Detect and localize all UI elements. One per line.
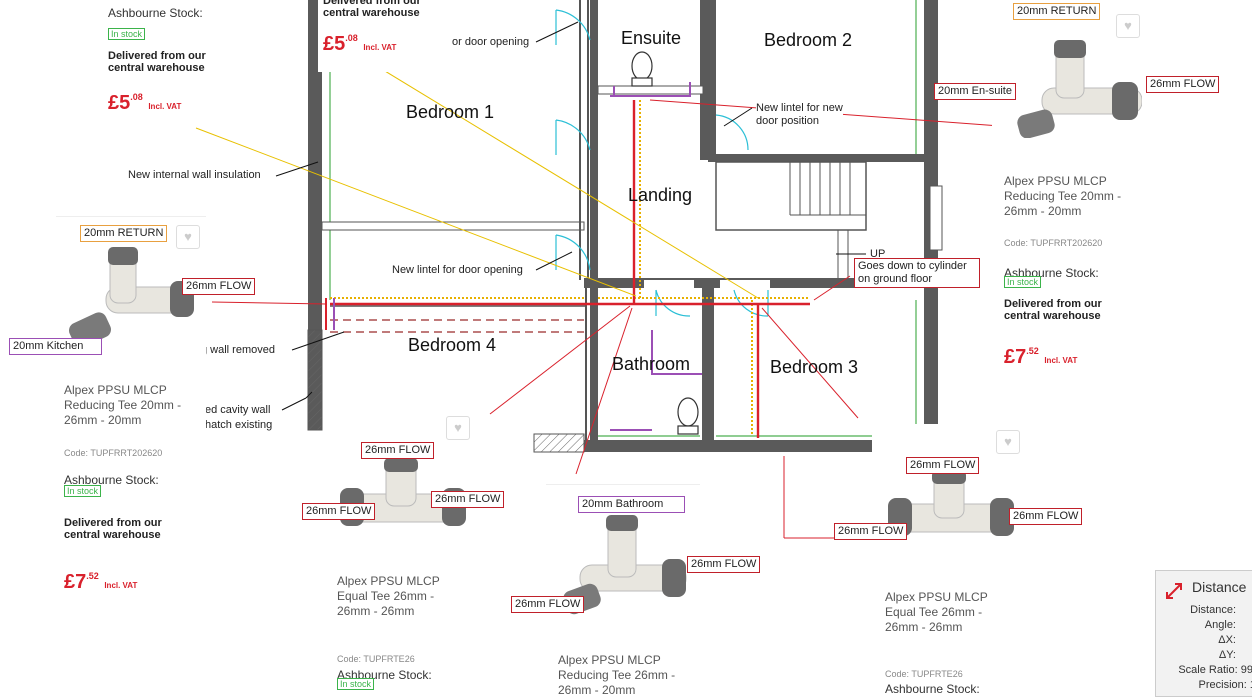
tag-return-left: 20mm RETURN [80,225,168,242]
note-cavity-wall-2: hatch existing [205,419,273,432]
wishlist-heart-icon[interactable]: ♥ [996,430,1020,454]
in-stock-badge: In stock [108,28,146,40]
price: £5.08 Incl. VAT [108,92,182,114]
stock-label: Ashbourne Stock: [108,6,203,20]
room-label-landing: Landing [628,185,693,205]
equal-tee-fitting-image [888,470,1014,536]
wall-ensuite-left [590,0,598,440]
in-stock-badge: In stock [337,678,375,690]
price: £7.52 Incl. VAT [64,571,138,593]
tag-flow-c3-right: 26mm FLOW [1009,508,1083,525]
room-label-bedroom2: Bedroom 2 [764,30,853,50]
product-title[interactable]: Alpex PPSU MLCP Reducing Tee 26mm - 26mm… [558,653,676,697]
angle-row: Angle: [1204,619,1236,631]
delivery-text: Delivered from our central warehouse [323,0,421,19]
tag-ensuite: 20mm En-suite [934,83,1016,100]
wall-bottom [584,440,938,452]
note-new-lintel-door-opening: New lintel for door opening [392,264,523,277]
tag-return-top-right: 20mm RETURN [1013,3,1101,20]
product-code: Code: TUPFRRT202620 [1004,238,1103,248]
stock-label: Ashbourne Stock: [64,473,159,487]
distance-row: Distance: [1190,604,1236,616]
tag-flow-left: 26mm FLOW [182,278,256,295]
product-card-top-mid: Delivered from our central warehouse £5.… [318,0,450,72]
product-card-equal-tee-3: ♥ Alpex PPSU MLCP Equal Tee 26mm - 26mm … [872,424,1026,696]
product-code: Code: TUPFRRT202620 [64,448,163,458]
wishlist-heart-icon[interactable]: ♥ [446,416,470,440]
in-stock-badge: In stock [1004,276,1042,288]
product-card-left: ♥ Alpex PPSU MLCP Reducing Tee 20mm - 26… [56,216,206,597]
product-card-top-left: Ashbourne Stock: In stock Delivered from… [108,0,238,115]
tag-flow-c2-left: 26mm FLOW [511,596,585,613]
product-title[interactable]: Alpex PPSU MLCP Equal Tee 26mm - 26mm - … [337,574,440,618]
reducing-tee-fitting-image [69,247,194,347]
room-label-bathroom: Bathroom [612,354,691,374]
wishlist-heart-icon[interactable]: ♥ [1116,14,1140,38]
product-card-reducing-tee-2: Alpex PPSU MLCP Reducing Tee 26mm - 26mm… [546,484,700,697]
outer-wall-left [308,0,322,430]
product-title[interactable]: Alpex PPSU MLCP Reducing Tee 20mm - 26mm… [64,383,182,427]
note-door-opening-top: or door opening [452,36,530,49]
price: £7.52 Incl. VAT [1004,346,1078,368]
measure-distance-icon [1166,583,1182,599]
note-wall-removed: g wall removed [201,344,275,357]
reducing-tee-fitting-image [1017,40,1142,138]
tag-kitchen: 20mm Kitchen [9,338,102,355]
wall-bath-right [702,288,714,442]
tag-flow-c1-right: 26mm FLOW [431,491,505,508]
tag-flow-c3-left: 26mm FLOW [834,523,908,540]
tag-bathroom: 20mm Bathroom [578,496,685,513]
tag-cylinder: Goes down to cylinder on ground floor [854,258,980,288]
distance-tool-panel[interactable]: Distance Distance: Angle: ΔX: ΔY: Scale … [1155,570,1252,697]
wall-ensuite-right [700,0,716,160]
distance-panel-title: Distance [1192,579,1247,595]
room-label-ensuite: Ensuite [621,28,682,48]
tag-flow-c1-top: 26mm FLOW [361,442,435,459]
wishlist-heart-icon[interactable]: ♥ [176,225,200,249]
stock-label: Ashbourne Stock: [885,682,980,696]
cavity-wall-hatch [307,329,323,431]
delivery-text: Delivered from our central warehouse [64,517,162,541]
tag-flow-top-right: 26mm FLOW [1146,76,1220,93]
price: £5.08 Incl. VAT [323,33,397,55]
note-new-lintel-new-door: New lintel for new door position [756,102,843,128]
product-title[interactable]: Alpex PPSU MLCP Equal Tee 26mm - 26mm - … [885,590,988,634]
bathroom-pipe [651,330,702,375]
product-code: Code: TUPFRTE26 [885,669,963,679]
note-internal-wall-insulation: New internal wall insulation [128,169,261,182]
delta-x-row: ΔX: [1218,634,1236,646]
delta-y-row: ΔY: [1218,649,1236,661]
product-code: Code: TUPFRTE26 [337,654,415,664]
delivery-text: Delivered from our central warehouse [108,50,206,74]
room-label-bedroom3: Bedroom 3 [770,357,859,377]
stairwell [715,161,867,231]
tag-flow-c1-left: 26mm FLOW [302,503,376,520]
room-label-bedroom1: Bedroom 1 [406,102,495,122]
scale-ratio-row: Scale Ratio: 99. [1178,664,1252,676]
note-cavity-wall-1: ed cavity wall [205,404,271,417]
precision-row: Precision: 1 [1198,679,1252,691]
product-card-right: ♥ Alpex PPSU MLCP Reducing Tee 20mm - 26… [992,4,1142,384]
room-label-bedroom4: Bedroom 4 [408,335,497,355]
tag-flow-c2-right: 26mm FLOW [687,556,761,573]
tag-flow-c3-top: 26mm FLOW [906,457,980,474]
product-title[interactable]: Alpex PPSU MLCP Reducing Tee 20mm - 26mm… [1004,174,1122,218]
note-up: UP [870,248,886,261]
in-stock-badge: In stock [64,485,102,497]
wall-bed2-bottom [708,154,930,162]
delivery-text: Delivered from our central warehouse [1004,298,1102,322]
